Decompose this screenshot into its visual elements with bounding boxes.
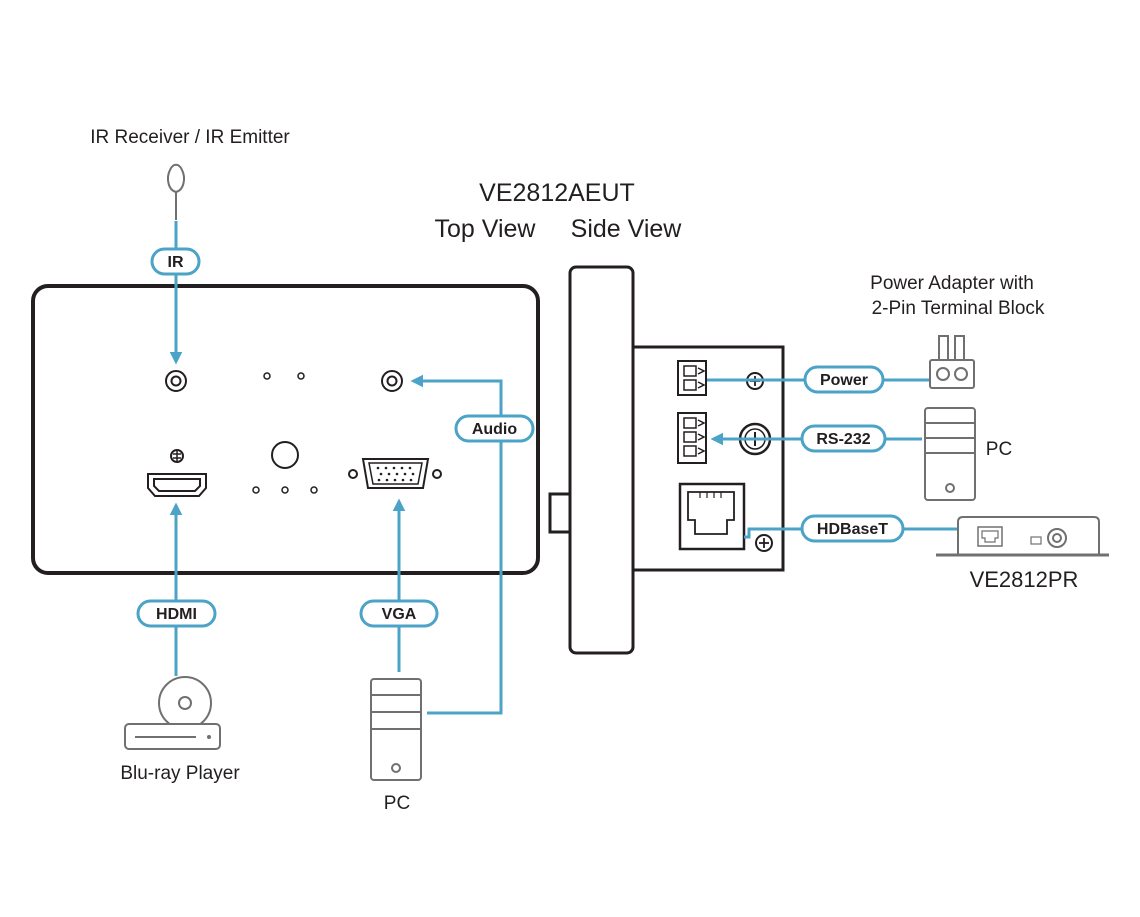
hdmi-pill-label: HDMI [156, 606, 197, 623]
pc-tower-icon-right [924, 407, 976, 501]
power-adapter-label-line1: Power Adapter with [870, 273, 1034, 294]
receiver-label: VE2812PR [970, 567, 1079, 592]
led-indicators [252, 372, 318, 494]
audio-port [381, 370, 403, 392]
rj45-port [678, 482, 746, 551]
rs232-pill: RS-232 [800, 424, 887, 453]
top-view-panel [31, 284, 540, 575]
receiver-device-icon [936, 516, 1109, 557]
vga-port [348, 458, 442, 489]
bluray-label: Blu-ray Player [120, 763, 240, 784]
pc-right-label: PC [986, 439, 1012, 460]
hdmi-pill: HDMI [136, 599, 217, 628]
hdbaset-pill: HDBaseT [800, 514, 905, 543]
audio-pill: Audio [454, 414, 535, 443]
power-terminal-plug-icon [929, 335, 975, 389]
pc-tower-icon-bottom [370, 678, 422, 781]
vga-pill: VGA [359, 599, 439, 628]
device-title: VE2812AEUT [479, 179, 635, 207]
rs232-terminal-block [677, 412, 707, 464]
power-pill-label: Power [820, 372, 868, 389]
audio-pill-label: Audio [472, 421, 518, 438]
ir-device-label: IR Receiver / IR Emitter [90, 127, 290, 148]
hdmi-lock-screw-icon [170, 449, 184, 463]
power-pill: Power [803, 365, 885, 394]
ir-sensor-icon [167, 163, 185, 220]
panel-button [271, 441, 299, 469]
vga-pill-label: VGA [382, 606, 417, 623]
ir-port [165, 370, 187, 392]
ir-pill: IR [150, 247, 201, 276]
bluray-player-icon [124, 676, 221, 750]
rj45-ground-screw-icon [755, 534, 773, 552]
audio-cable [410, 374, 503, 715]
power-adapter-label-line2: 2-Pin Terminal Block [872, 298, 1045, 319]
top-view-label: Top View [435, 215, 537, 243]
side-view-label: Side View [571, 215, 683, 243]
power-terminal-block [677, 360, 707, 396]
hdmi-port [147, 473, 207, 497]
ir-pill-label: IR [168, 254, 184, 271]
hdbaset-pill-label: HDBaseT [817, 521, 888, 538]
side-view-panel [548, 265, 785, 655]
pc-bottom-label: PC [384, 793, 410, 814]
rs232-pill-label: RS-232 [816, 431, 870, 448]
